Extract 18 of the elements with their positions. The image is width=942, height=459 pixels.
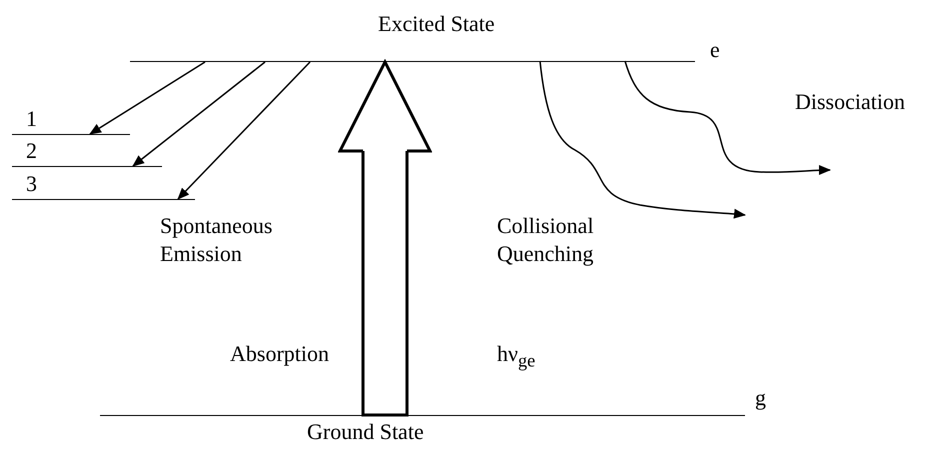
level-symbol: g [755,385,766,411]
process-label: Dissociation [795,88,906,116]
level-number: 2 [26,138,37,164]
wavy-arrow [624,60,831,176]
state-label: Excited State [378,11,495,37]
absorption-arrow [338,60,432,416]
level-number: 1 [26,106,37,132]
level-symbol: e [710,37,720,63]
process-label: Collisional Quenching [497,212,595,268]
state-label: Ground State [307,419,424,445]
process-label: Absorption [230,340,330,368]
emission-arrow [89,61,206,135]
emission-arrow [132,61,266,167]
wavy-arrow [539,60,746,219]
process-label: Spontaneous Emission [160,212,274,268]
emission-arrow [177,61,311,200]
level-number: 3 [26,171,37,197]
process-label: hν$_{ge}$ [497,340,536,372]
